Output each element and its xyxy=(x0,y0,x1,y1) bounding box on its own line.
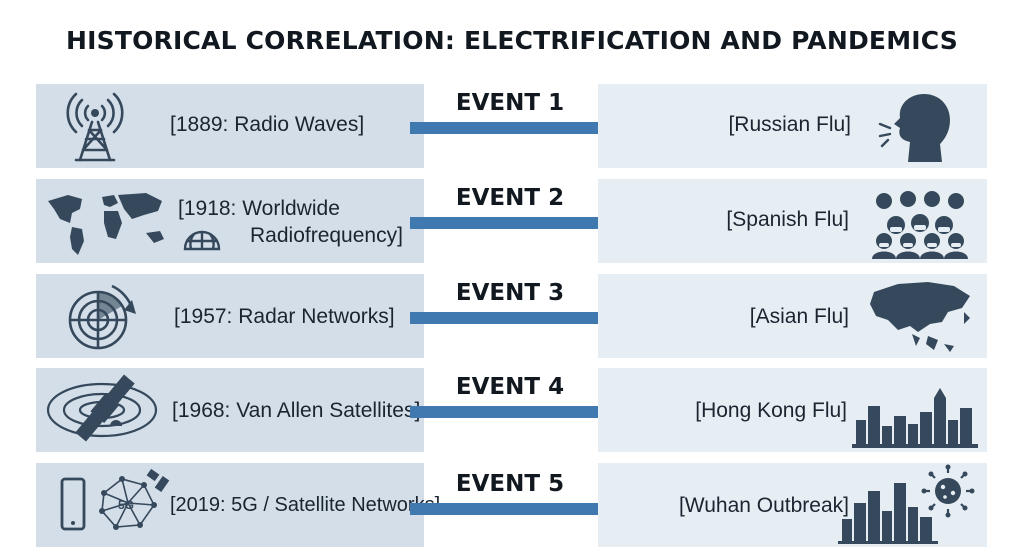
phone-5g-network-icon: 5G xyxy=(60,468,170,531)
effect-label-3: [Asian Flu] xyxy=(749,305,849,328)
coughing-head-icon xyxy=(878,94,950,162)
network-5g-label: 5G xyxy=(118,498,134,512)
globe-grid-icon xyxy=(183,230,221,251)
effect-box-1: [Russian Flu] xyxy=(598,84,987,168)
event-row-4: [1968: Van Allen Satellites] EVENT 4 [Ho… xyxy=(0,368,1024,456)
page-title: HISTORICAL CORRELATION: ELECTRIFICATION … xyxy=(65,26,959,55)
cause-box-1: [1889: Radio Waves] xyxy=(36,84,424,168)
effect-box-3: [Asian Flu] xyxy=(598,274,987,358)
effect-box-2: [Spanish Flu] xyxy=(598,179,987,263)
world-map-icon xyxy=(48,193,164,255)
masked-crowd-icon xyxy=(872,191,968,259)
event-label-1: EVENT 1 xyxy=(455,90,565,116)
effect-box-5: [Wuhan Outbreak] xyxy=(598,463,987,547)
event-row-2: [1918: Worldwide Radiofrequency] EVENT 2… xyxy=(0,179,1024,267)
cause-label-3: [1957: Radar Networks] xyxy=(174,305,395,328)
radar-icon xyxy=(68,284,136,350)
cause-label-5: [2019: 5G / Satellite Networks] xyxy=(170,494,441,516)
city-virus-icon xyxy=(838,464,975,544)
cause-label-2b: Radiofrequency] xyxy=(250,224,403,247)
event-row-1: [1889: Radio Waves] EVENT 1 [Russian Flu… xyxy=(0,84,1024,172)
satellite-orbit-icon xyxy=(46,374,158,442)
cause-box-2: [1918: Worldwide Radiofrequency] xyxy=(36,179,424,263)
effect-box-4: [Hong Kong Flu] xyxy=(598,368,987,452)
skyline-icon xyxy=(852,388,978,448)
cause-box-4: [1968: Van Allen Satellites] xyxy=(36,368,424,452)
effect-label-1: [Russian Flu] xyxy=(728,113,851,136)
event-label-3: EVENT 3 xyxy=(455,280,565,306)
event-row-5: 5G [2019: 5G / Satellite Networks] EVENT… xyxy=(0,463,1024,551)
event-label-2: EVENT 2 xyxy=(455,185,565,211)
radio-tower-icon xyxy=(66,92,124,162)
cause-label-1: [1889: Radio Waves] xyxy=(170,113,365,136)
cause-box-3: [1957: Radar Networks] xyxy=(36,274,424,358)
event-row-3: [1957: Radar Networks] EVENT 3 [Asian Fl… xyxy=(0,274,1024,362)
event-label-4: EVENT 4 xyxy=(455,374,565,400)
event-label-5: EVENT 5 xyxy=(455,471,565,497)
cause-label-4: [1968: Van Allen Satellites] xyxy=(172,399,421,422)
asia-map-icon xyxy=(870,282,970,352)
cause-label-2a: [1918: Worldwide xyxy=(178,197,340,220)
effect-label-2: [Spanish Flu] xyxy=(726,208,849,231)
effect-label-4: [Hong Kong Flu] xyxy=(695,399,847,422)
effect-label-5: [Wuhan Outbreak] xyxy=(678,494,849,517)
cause-box-5: 5G [2019: 5G / Satellite Networks] xyxy=(36,463,440,547)
